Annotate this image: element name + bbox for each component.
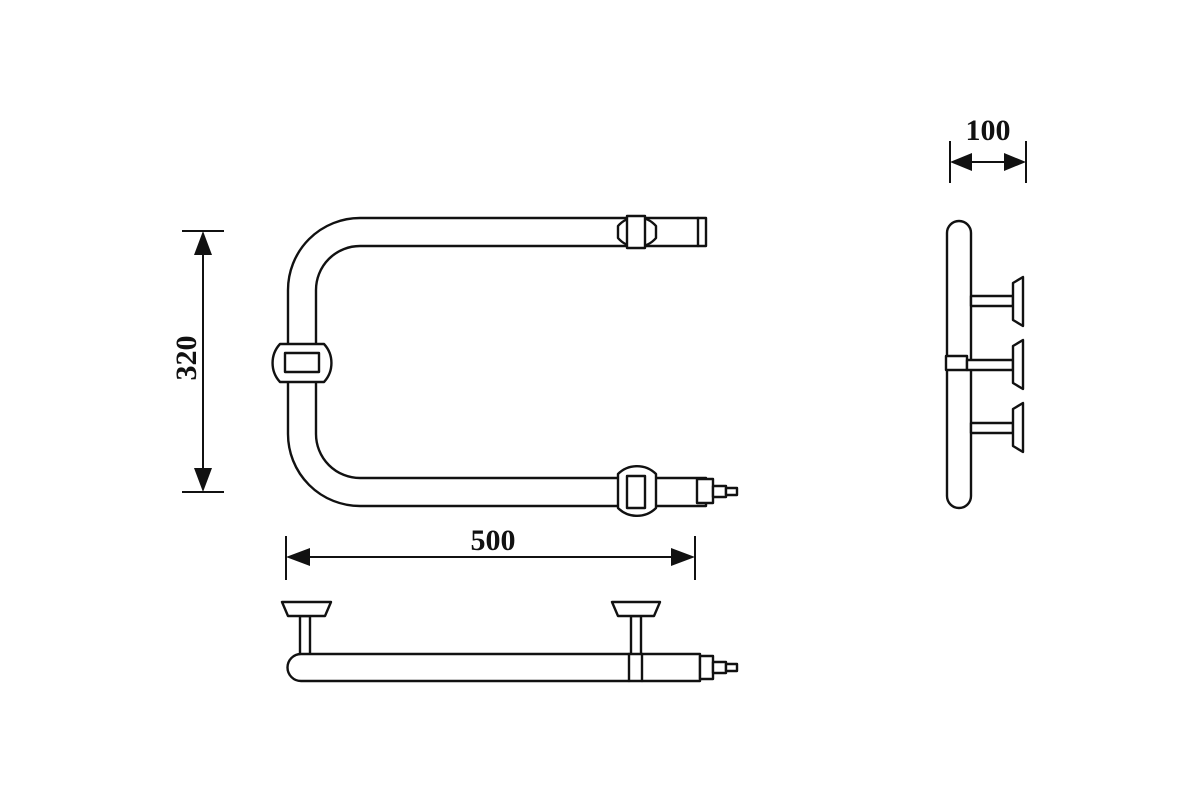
top-bracket: [616, 214, 658, 250]
side-view-bottom-bracket: [969, 401, 1025, 454]
depth-label: 100: [966, 114, 1011, 147]
height-label: 320: [170, 336, 203, 381]
side-view-middle-bracket: [965, 338, 1025, 391]
width-dimension: 500: [285, 524, 696, 580]
bottom-view-left-bracket: [280, 600, 333, 658]
bottom-connector: [695, 477, 739, 505]
bottom-view-right-bracket: [610, 600, 662, 658]
u-tube: [286, 216, 708, 508]
front-view: [271, 214, 739, 518]
bottom-bracket: [616, 464, 658, 518]
side-view: [944, 219, 1025, 510]
height-dimension: 320: [170, 230, 224, 493]
width-label: 500: [471, 524, 516, 557]
side-view-top-bracket: [969, 275, 1025, 328]
depth-dimension: 100: [949, 114, 1027, 183]
bottom-view: [280, 600, 739, 683]
middle-bracket: [271, 342, 333, 384]
